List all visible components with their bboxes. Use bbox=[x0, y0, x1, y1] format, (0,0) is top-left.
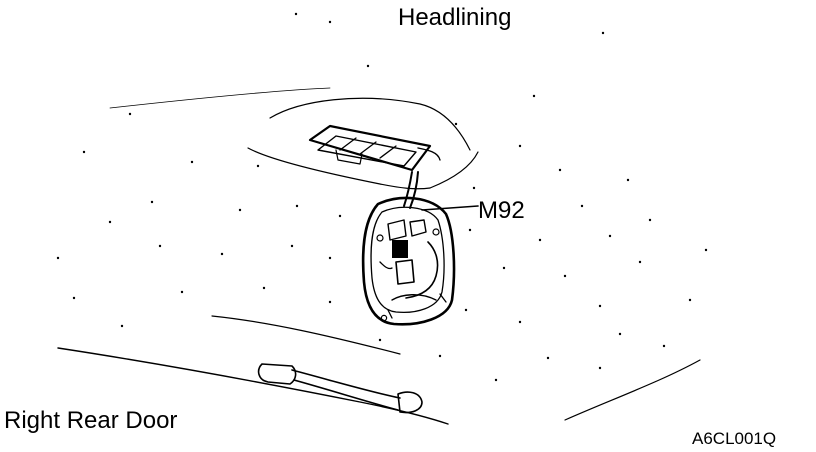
connector-m92 bbox=[361, 196, 456, 326]
dome-lamp bbox=[308, 124, 441, 172]
headlining-contour-upper bbox=[269, 97, 471, 151]
connector-m92-label: M92 bbox=[478, 197, 525, 224]
headlining-label: Headlining bbox=[398, 4, 512, 31]
right-rear-door-label: Right Rear Door bbox=[4, 407, 178, 434]
door-opening-line bbox=[57, 347, 449, 425]
headlining-contour-left bbox=[247, 147, 431, 190]
headlining-contour-lower bbox=[211, 315, 401, 355]
roof-edge-right bbox=[564, 359, 701, 421]
connector-leader-line bbox=[421, 205, 479, 211]
figure-code-label: A6CL001Q bbox=[692, 429, 777, 448]
stipple-texture bbox=[56, 12, 708, 382]
wire-harness bbox=[403, 171, 419, 209]
headlining-edge-line bbox=[109, 87, 331, 109]
headlining-contour-right bbox=[429, 151, 479, 189]
assist-grip-handle bbox=[257, 363, 423, 414]
